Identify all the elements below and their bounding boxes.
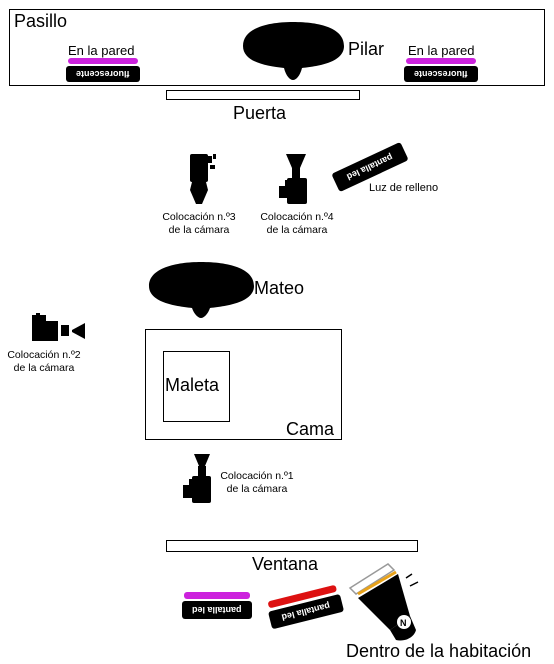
camera2-icon	[32, 313, 85, 341]
right-fluorescent-light: fluorescente	[404, 66, 478, 82]
led-panel-1-text: pantalla led	[192, 605, 242, 615]
left-purple-bar	[68, 58, 138, 64]
pillar-shape	[243, 22, 344, 80]
camera4-icon	[279, 154, 307, 204]
pillar-label: Pilar	[348, 39, 385, 59]
left-fluorescent-light: fluorescente	[66, 66, 140, 82]
strobe-mark: N	[400, 618, 407, 628]
window	[166, 540, 418, 552]
camera1-icon	[183, 454, 211, 503]
fill-light-label: Luz de relleno	[369, 182, 439, 194]
person-mateo-shape	[149, 262, 254, 318]
suitcase	[163, 351, 230, 422]
strobe-light-icon: N	[348, 563, 419, 641]
person-mateo-label: Mateo	[254, 278, 305, 298]
room-interior-label: Dentro de la habitación	[346, 641, 532, 661]
led-panel-2-text: pantalla led	[280, 600, 332, 623]
left-fluorescent-text: fluorescente	[76, 69, 130, 79]
led-panel-2-group: pantalla led	[263, 580, 353, 633]
camera3-icon	[190, 154, 216, 204]
camera1-label: Colocación n.º1 de la cámara	[220, 470, 294, 496]
led1-purple-gel	[184, 592, 250, 599]
camera3-label: Colocación n.º3 de la cámara	[162, 211, 236, 237]
right-wall-note: En la pared	[408, 43, 475, 58]
right-fluorescent-text: fluorescente	[414, 69, 468, 79]
left-wall-note: En la pared	[68, 43, 135, 58]
hallway-label: Pasillo	[14, 11, 68, 31]
suitcase-label: Maleta	[165, 375, 220, 395]
fill-light-text: pantalla led	[345, 152, 395, 182]
right-purple-bar	[406, 58, 476, 64]
door	[166, 90, 360, 100]
camera2-label: Colocación n.º2 de la cámara	[7, 349, 81, 375]
window-label: Ventana	[252, 554, 319, 574]
camera4-label: Colocación n.º4 de la cámara	[260, 211, 334, 237]
led-panel-1: pantalla led	[182, 601, 252, 619]
bed-label: Cama	[286, 419, 335, 439]
door-label: Puerta	[233, 103, 287, 123]
